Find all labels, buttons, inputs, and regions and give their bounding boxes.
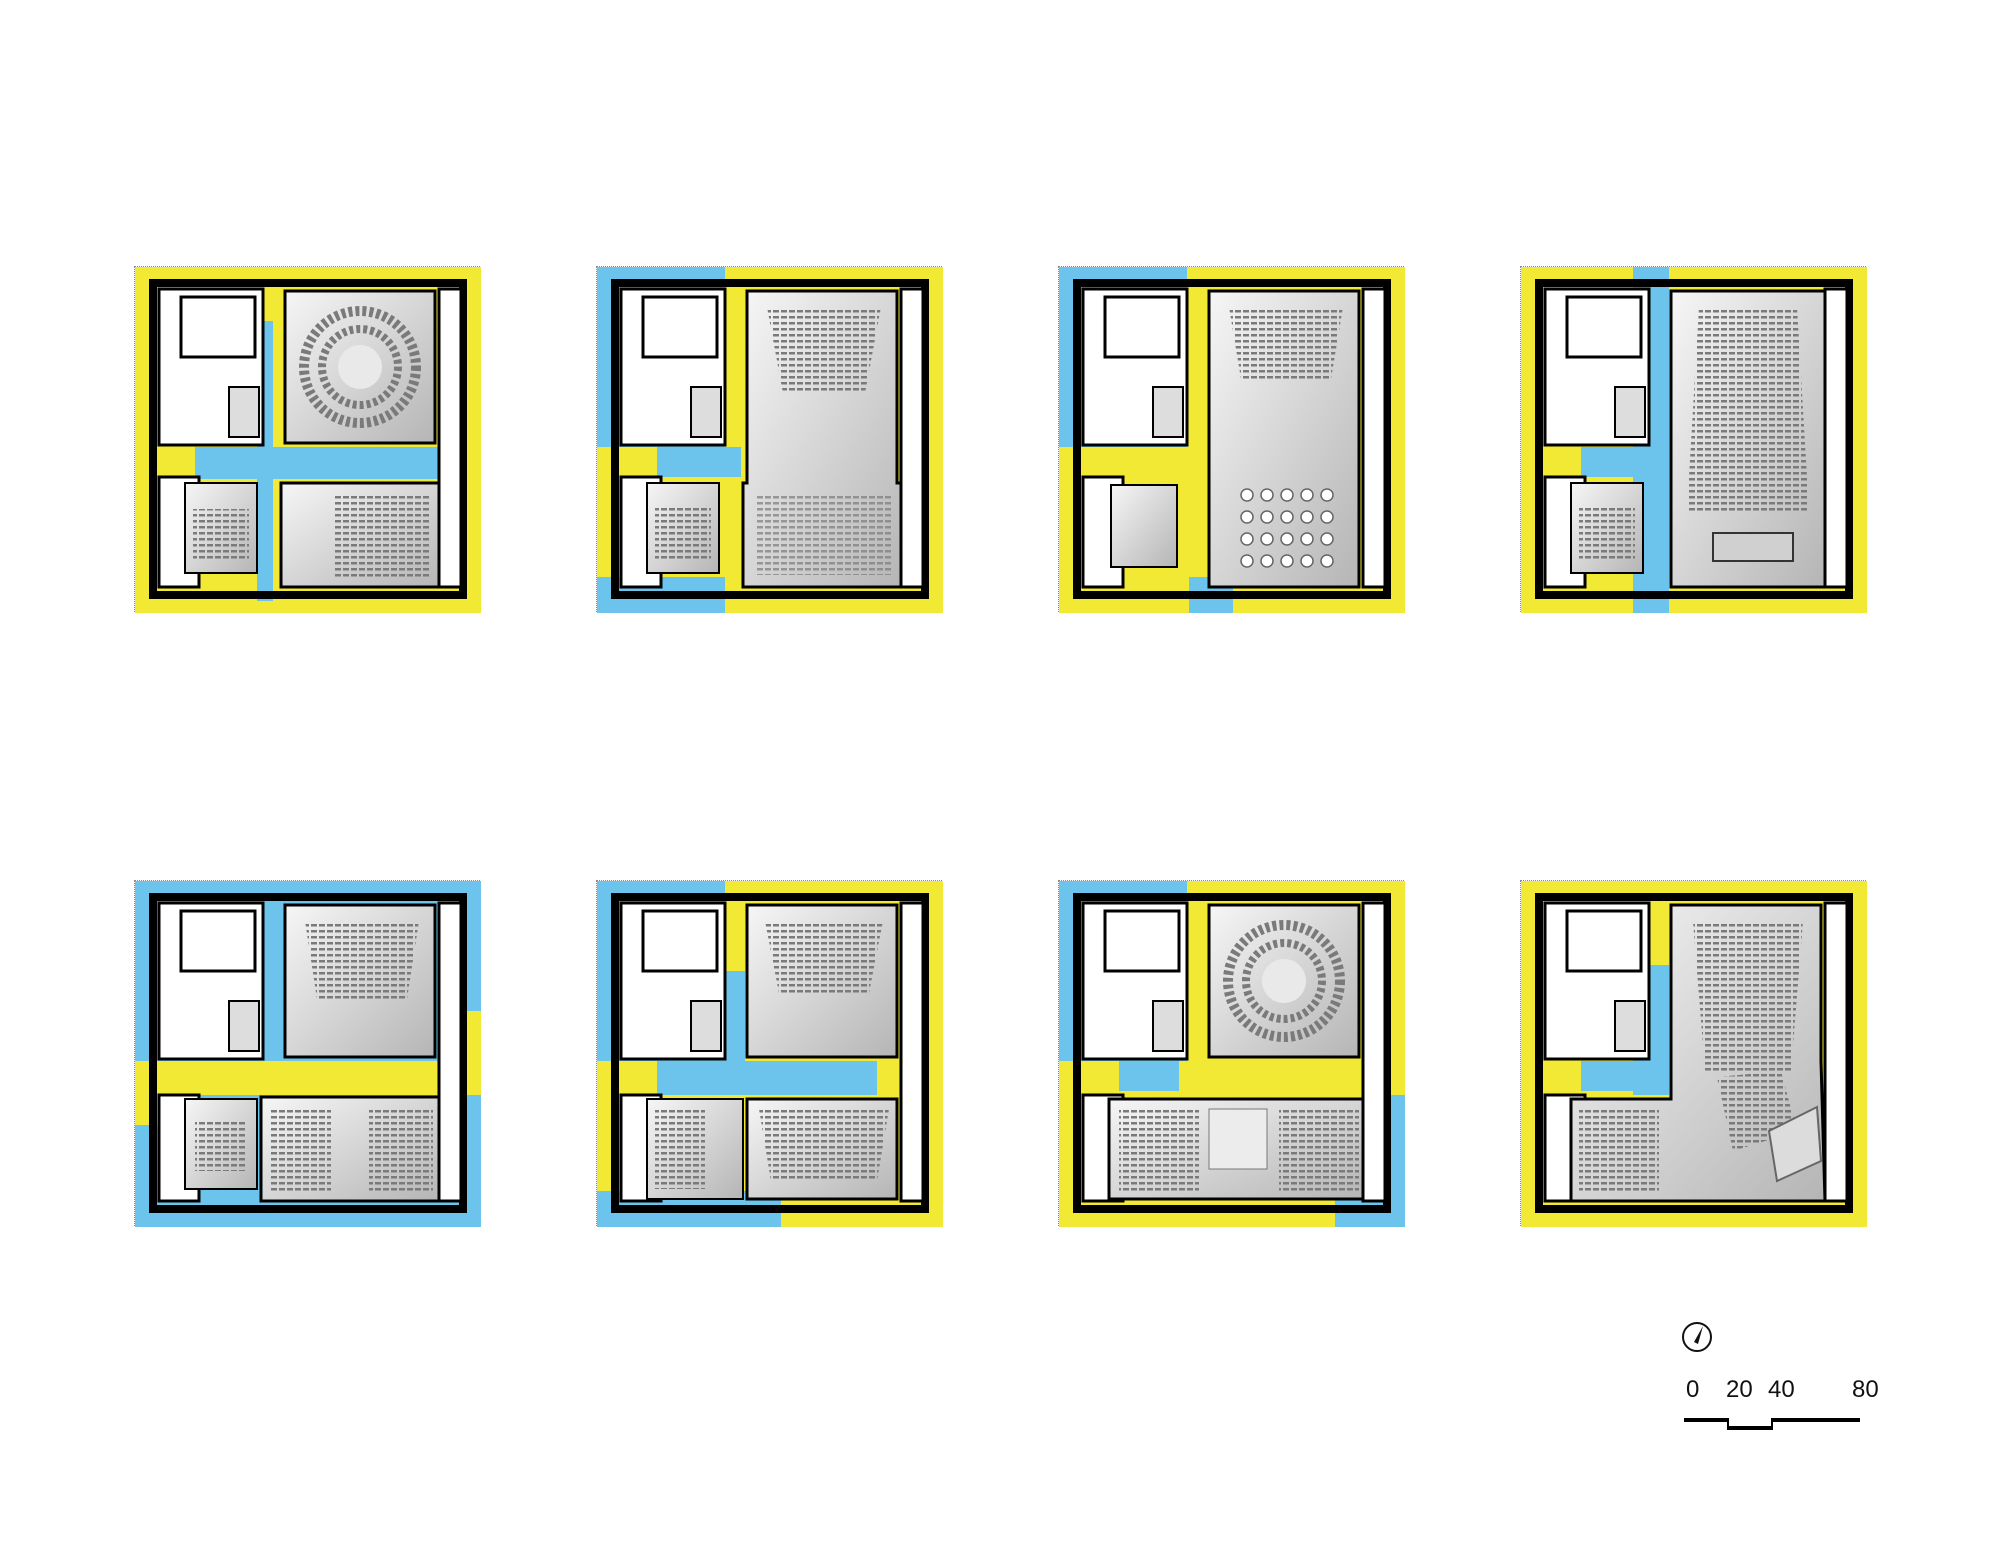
scale-label-0: 0 (1686, 1376, 1700, 1403)
floor-plan-8 (1520, 880, 1867, 1227)
plan-4-drawing (1521, 267, 1867, 613)
scale-bar (1684, 1418, 1860, 1430)
plan-8-drawing (1521, 881, 1867, 1227)
banquet-tables (1240, 488, 1334, 568)
plan-3-drawing (1059, 267, 1405, 613)
scale-label-40: 40 (1768, 1376, 1795, 1403)
plan-2-drawing (597, 267, 943, 613)
blue-corridor-horizontal (195, 447, 455, 479)
floor-plan-4 (1520, 266, 1867, 613)
floor-plan-2 (596, 266, 943, 613)
north-arrow-icon (1682, 1322, 1712, 1352)
floor-plan-1 (134, 266, 481, 613)
floor-plan-7 (1058, 880, 1405, 1227)
scale-label-80: 80 (1852, 1376, 1879, 1403)
floor-plan-6 (596, 880, 943, 1227)
floor-plan-5 (134, 880, 481, 1227)
legend: 0 20 40 80 (1680, 1320, 1900, 1440)
plan-1-drawing (135, 267, 481, 613)
scale-label-20: 20 (1726, 1376, 1753, 1403)
plan-6-drawing (597, 881, 943, 1227)
floor-plan-3 (1058, 266, 1405, 613)
plan-5-drawing (135, 881, 481, 1227)
plan-7-drawing (1059, 881, 1405, 1227)
